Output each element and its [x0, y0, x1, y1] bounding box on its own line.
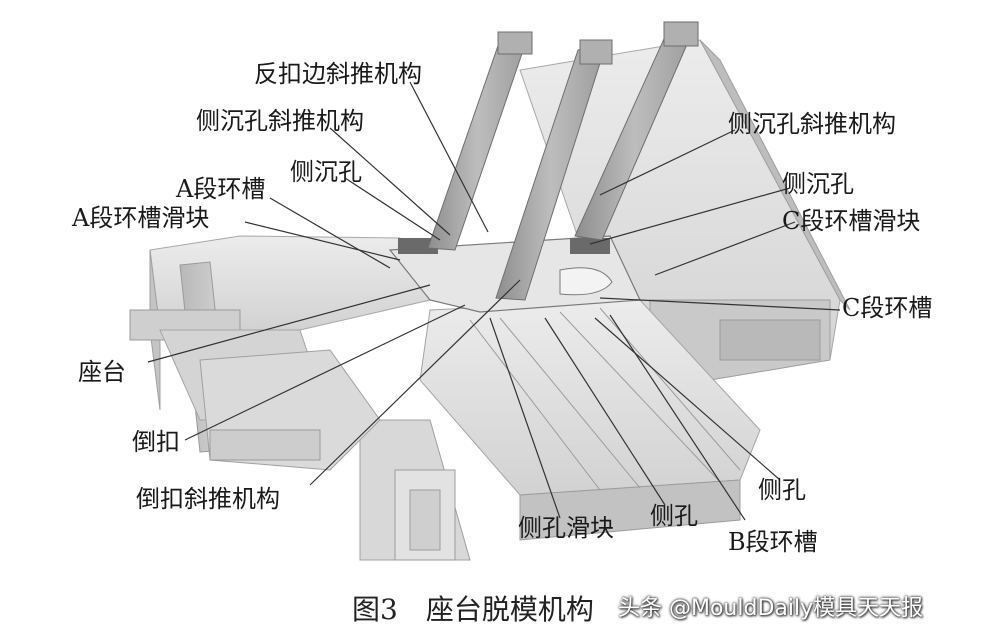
figure-caption: 图3 座台脱模机构: [352, 588, 594, 628]
figure-number: 图3: [352, 593, 398, 626]
label-side-countersink-right: 侧沉孔: [782, 170, 854, 198]
label-side-hole-right: 侧孔: [758, 476, 806, 504]
label-side-countersink-lifter-right: 侧沉孔斜推机构: [728, 110, 896, 138]
label-reverse-buckle-edge-lifter: 反扣边斜推机构: [254, 60, 422, 88]
label-c-ring-groove-slider: C段环槽滑块: [782, 207, 921, 235]
label-c-ring-groove: C段环槽: [842, 294, 933, 322]
label-side-countersink-left: 侧沉孔: [290, 158, 362, 186]
watermark: 头条 @MouldDaily模具天天报: [618, 596, 924, 621]
label-seat-base: 座台: [78, 358, 126, 386]
label-b-ring-groove: B段环槽: [728, 528, 818, 556]
label-side-hole-slider: 侧孔滑块: [518, 514, 614, 542]
figure-title: 座台脱模机构: [425, 593, 594, 626]
label-a-ring-groove: A段环槽: [176, 175, 266, 203]
label-a-ring-groove-slider: A段环槽滑块: [72, 204, 210, 232]
leader-lines: [147, 81, 841, 521]
seat-base-block: [199, 349, 381, 471]
label-side-countersink-lifter-left: 侧沉孔斜推机构: [196, 107, 364, 135]
label-side-hole-bottom: 侧孔: [650, 502, 698, 530]
side-hole-slider-block: [359, 299, 761, 561]
label-undercut: 倒扣: [132, 428, 180, 456]
label-undercut-lifter: 倒扣斜推机构: [136, 485, 280, 513]
inclined-lifter-rods: [427, 21, 699, 301]
